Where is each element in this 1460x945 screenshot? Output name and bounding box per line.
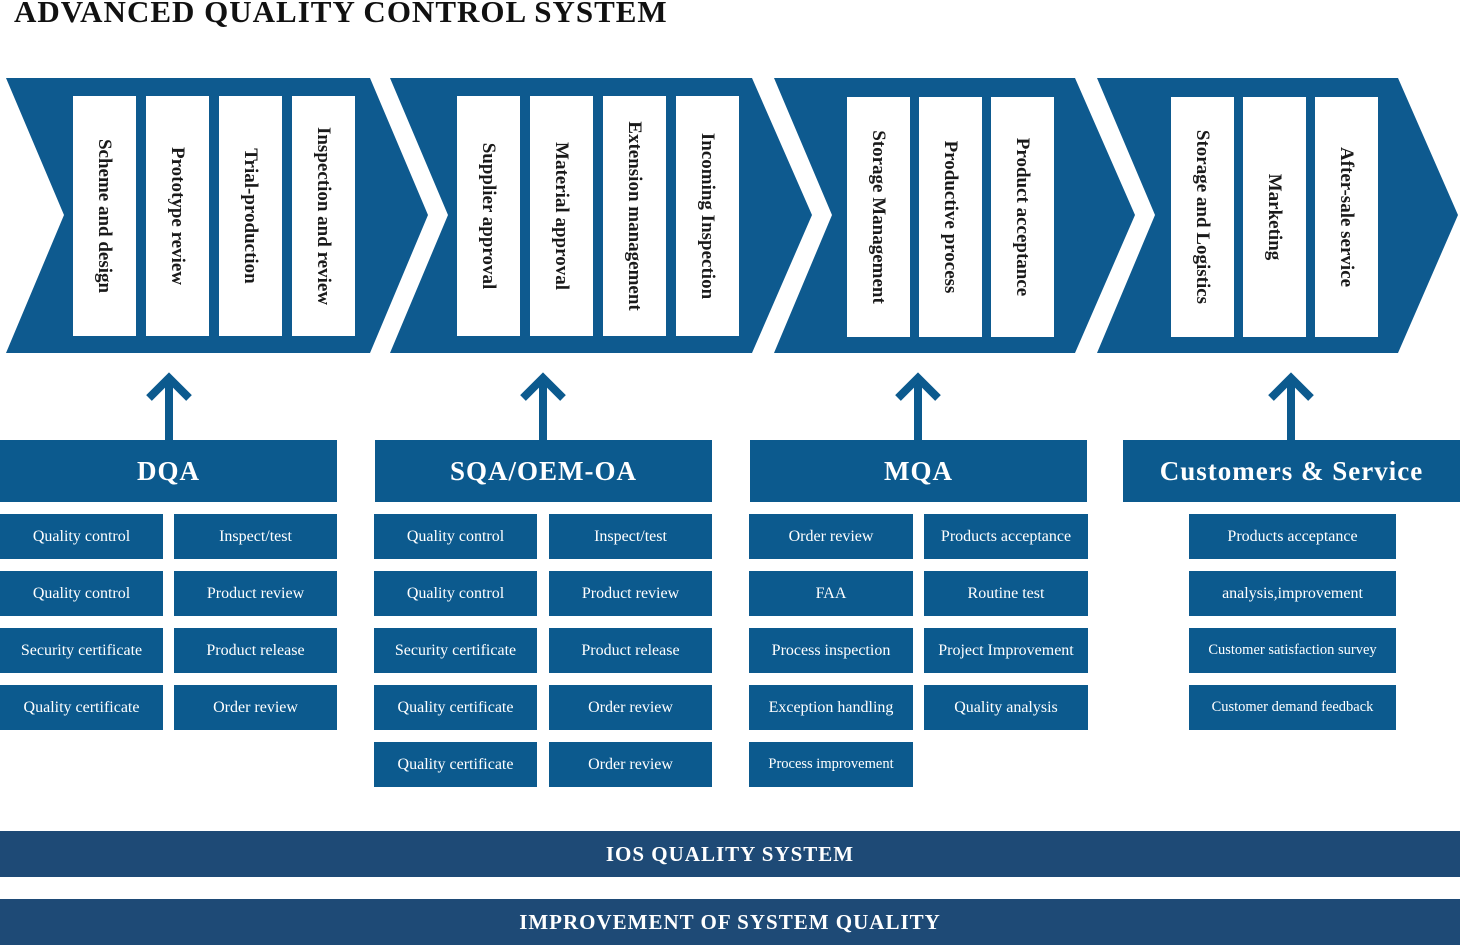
dqa-item: Product review [174, 571, 337, 616]
step-label: Prototype review [167, 147, 188, 285]
dqa-item: Order review [174, 685, 337, 730]
step-card [919, 97, 982, 337]
sqa-item: Quality control [374, 514, 537, 559]
step-card [991, 97, 1054, 337]
mqa-item: Quality analysis [924, 685, 1088, 730]
mqa-item: FAA [749, 571, 913, 616]
step-label: Marketing [1264, 174, 1285, 261]
dqa-item: Quality control [0, 514, 163, 559]
step-label: Trial-production [240, 148, 261, 284]
step-label: Productive process [940, 141, 961, 294]
step-card [603, 96, 666, 336]
step-label: Storage and Logistics [1192, 130, 1213, 304]
group-heading-mqa: MQA [750, 440, 1087, 502]
group-heading-customers-service: Customers & Service [1123, 440, 1460, 502]
dqa-item: Quality control [0, 571, 163, 616]
step-label: Supplier approval [478, 143, 499, 290]
up-arrows [146, 372, 1314, 440]
sqa-item: Quality certificate [374, 742, 537, 787]
step-card [676, 96, 739, 336]
sqa-item: Order review [549, 685, 712, 730]
step-label: Material approval [551, 142, 572, 290]
step-labels: Scheme and design Prototype review Trial… [94, 121, 1357, 311]
customer-service-item: analysis,improvement [1189, 571, 1396, 616]
sqa-item: Security certificate [374, 628, 537, 673]
sqa-item: Product review [549, 571, 712, 616]
stage-chevron-1 [6, 78, 428, 353]
mqa-item: Process improvement [749, 742, 913, 787]
step-label: Product acceptance [1012, 138, 1033, 296]
ios-quality-system-bar: IOS QUALITY SYSTEM [0, 831, 1460, 877]
step-card [847, 97, 910, 337]
dqa-item: Security certificate [0, 628, 163, 673]
dqa-item: Inspect/test [174, 514, 337, 559]
dqa-item: Product release [174, 628, 337, 673]
step-card [457, 96, 520, 336]
step-label: Inspection and review [313, 127, 334, 305]
up-arrow-icon [895, 372, 941, 440]
sqa-item: Quality control [374, 571, 537, 616]
sqa-item: Inspect/test [549, 514, 712, 559]
step-label: After-sale service [1336, 147, 1357, 287]
mqa-item: Products acceptance [924, 514, 1088, 559]
up-arrow-icon [146, 372, 192, 440]
dqa-item: Quality certificate [0, 685, 163, 730]
group-heading-dqa: DQA [0, 440, 337, 502]
mqa-item: Routine test [924, 571, 1088, 616]
step-card [1243, 97, 1306, 337]
mqa-item: Order review [749, 514, 913, 559]
sqa-item: Product release [549, 628, 712, 673]
mqa-item: Exception handling [749, 685, 913, 730]
step-label: Scheme and design [94, 139, 115, 294]
customer-service-item: Customer demand feedback [1189, 685, 1396, 730]
page-title: ADVANCED QUALITY CONTROL SYSTEM [14, 0, 668, 29]
up-arrow-icon [520, 372, 566, 440]
step-card [146, 96, 209, 336]
customer-service-item: Customer satisfaction survey [1189, 628, 1396, 673]
system-quality-improvement-bar: IMPROVEMENT OF SYSTEM QUALITY [0, 899, 1460, 945]
sqa-item: Quality certificate [374, 685, 537, 730]
sqa-item: Order review [549, 742, 712, 787]
step-label: Incoming Inspection [697, 133, 718, 300]
mqa-item: Process inspection [749, 628, 913, 673]
step-card [530, 96, 593, 336]
step-label: Storage Management [868, 130, 889, 304]
group-heading-sqa-oem-oa: SQA/OEM-OA [375, 440, 712, 502]
mqa-item: Project Improvement [924, 628, 1088, 673]
step-card [292, 96, 355, 336]
step-card [1315, 97, 1378, 337]
step-card [1171, 97, 1234, 337]
customer-service-item: Products acceptance [1189, 514, 1396, 559]
step-card [219, 96, 282, 336]
step-label: Extension management [624, 121, 645, 311]
step-card [73, 96, 136, 336]
stage-chevron-2 [390, 78, 812, 353]
up-arrow-icon [1268, 372, 1314, 440]
step-cards [73, 96, 1378, 337]
